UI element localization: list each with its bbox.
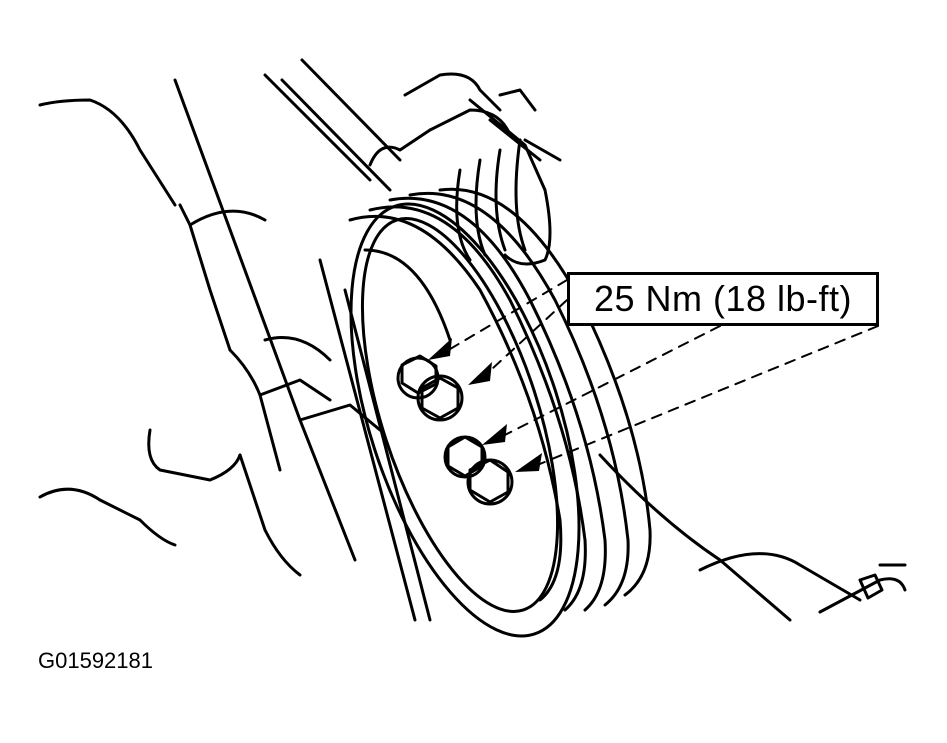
torque-spec-label: 25 Nm (18 lb-ft) xyxy=(593,278,853,319)
bracket-right xyxy=(698,552,907,614)
callout-arrows xyxy=(428,279,879,472)
arrow-head-4 xyxy=(515,453,542,472)
bolt-3 xyxy=(443,435,487,479)
figure-id: G01592181 xyxy=(38,648,153,673)
arrow-head-1 xyxy=(428,338,452,360)
bolt-4 xyxy=(466,458,514,506)
crankshaft-pulley xyxy=(348,187,652,638)
engine-housing-left xyxy=(38,78,382,577)
arrow-head-2 xyxy=(468,362,492,385)
torque-callout-box: 25 Nm (18 lb-ft) xyxy=(567,272,879,326)
bolt-2 xyxy=(416,374,464,422)
arrow-head-3 xyxy=(482,424,507,445)
upper-pulley xyxy=(368,72,562,266)
